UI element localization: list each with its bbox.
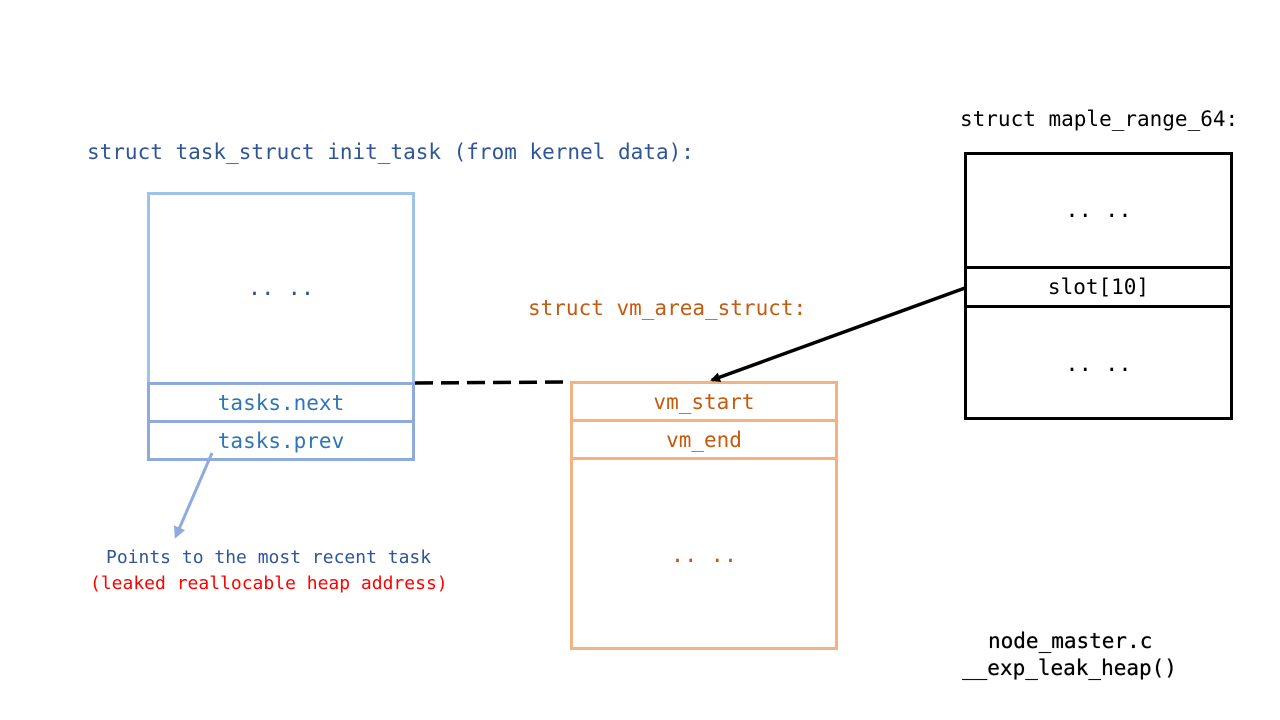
source-function-name: __exp_leak_heap() (962, 656, 1177, 680)
vm-start-field: vm_start (570, 381, 838, 422)
note-most-recent-task: Points to the most recent task (106, 547, 432, 568)
tasks-prev-field: tasks.prev (147, 420, 415, 461)
task-struct-ellipsis: .. .. (247, 275, 315, 301)
maple-top-ellipsis: .. .. (1065, 197, 1132, 223)
task-struct-title: struct task_struct init_task (from kerne… (87, 140, 694, 164)
tasks-prev-note-arrow (174, 452, 214, 539)
vm-area-ellipsis: .. .. (670, 542, 738, 568)
note-leaked-heap-address: (leaked reallocable heap address) (90, 573, 448, 594)
vm-end-field: vm_end (570, 419, 838, 460)
maple-range-title: struct maple_range_64: (960, 107, 1239, 131)
maple-bottom-ellipsis: .. .. (1065, 351, 1132, 377)
vm-area-struct-title: struct vm_area_struct: (528, 296, 807, 320)
source-file-name: node_master.c (988, 629, 1153, 653)
maple-slot-field: slot[10] (964, 266, 1233, 308)
tasks-next-field: tasks.next (147, 382, 415, 423)
tasks-next-dashed-link (414, 380, 571, 385)
